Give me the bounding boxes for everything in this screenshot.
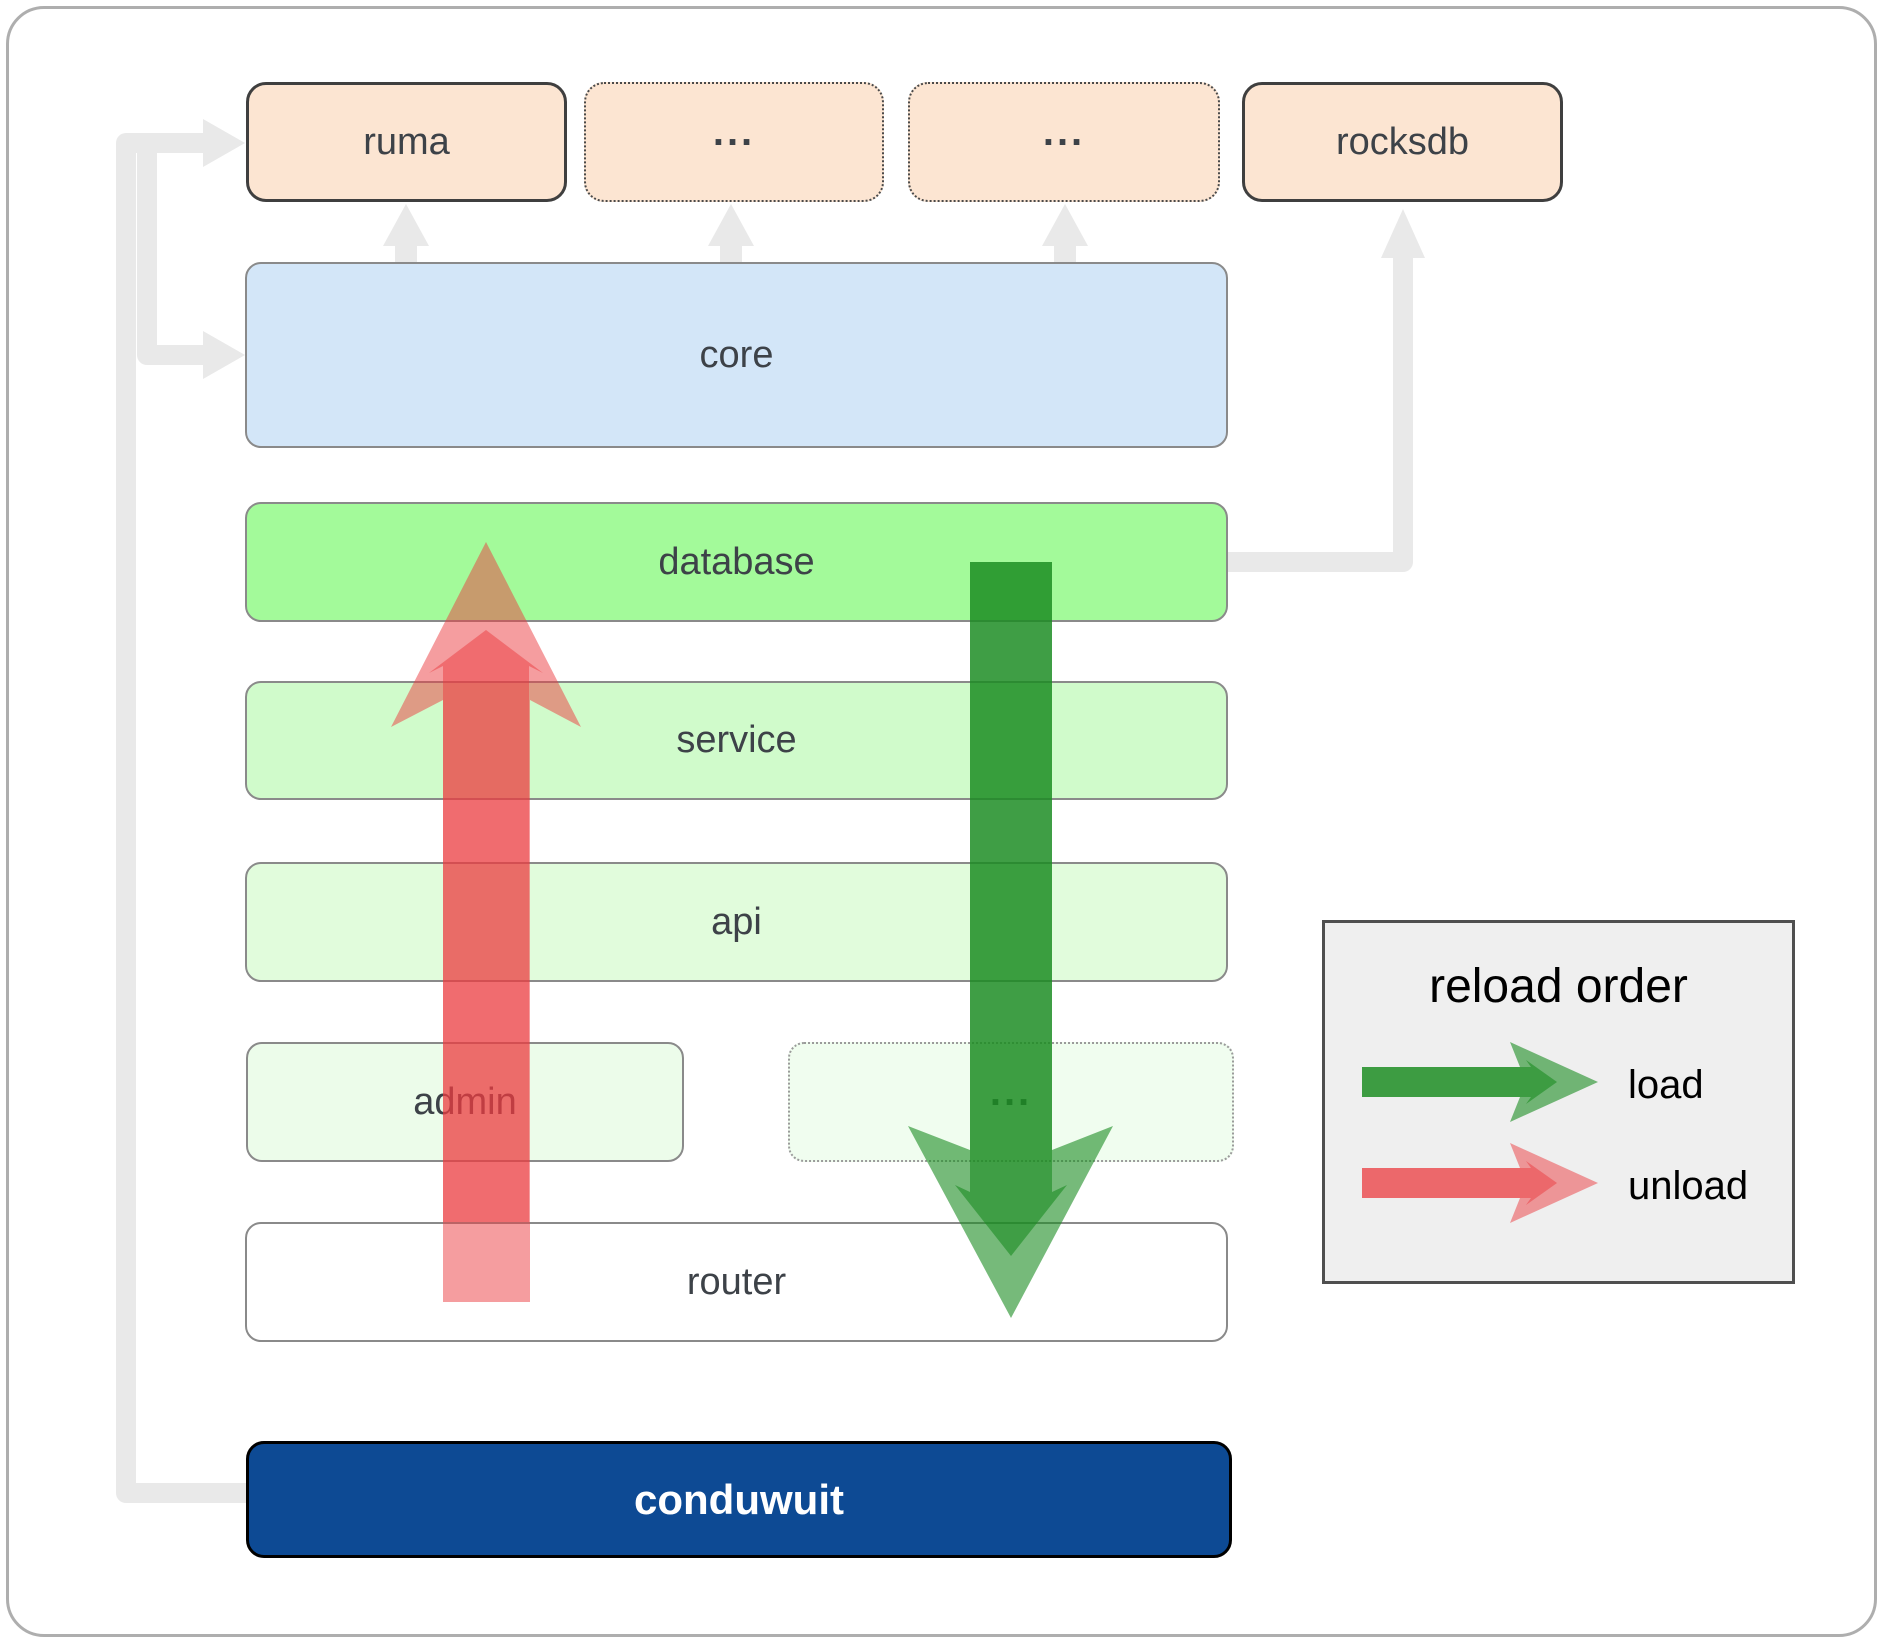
ruma-box: ruma <box>246 82 567 202</box>
database-to-rocksdb-connector <box>1228 255 1413 572</box>
core-label: core <box>699 333 774 376</box>
ellipsis-box-3: ... <box>788 1042 1234 1162</box>
rocksdb-box: rocksdb <box>1242 82 1563 202</box>
core-to-dots2-arrowhead-icon <box>1042 204 1088 246</box>
service-label: service <box>676 719 797 761</box>
core-to-dots2-arrow-shaft <box>1054 242 1076 264</box>
ellipsis-label: ... <box>989 1069 1033 1114</box>
core-box: core <box>245 262 1228 448</box>
admin-label: admin <box>413 1080 517 1123</box>
legend-box: reload order load unload <box>1322 920 1795 1284</box>
router-box: router <box>245 1222 1228 1342</box>
service-box: service <box>245 681 1228 800</box>
legend-title: reload order <box>1429 960 1688 1013</box>
ellipsis-label: ... <box>712 109 756 154</box>
ellipsis-label: ... <box>1042 109 1086 154</box>
ellipsis-box-2: ... <box>908 82 1220 202</box>
conduwuit-label: conduwuit <box>634 1475 844 1523</box>
ruma-label: ruma <box>363 120 450 163</box>
legend-unload-label: unload <box>1628 1164 1749 1208</box>
ruma-arrowhead-icon <box>203 119 245 167</box>
rocksdb-arrowhead-icon <box>1381 209 1425 258</box>
admin-box: admin <box>246 1042 684 1162</box>
legend-load-label: load <box>1628 1063 1704 1107</box>
core-to-ruma-arrow-shaft <box>395 242 417 264</box>
rocksdb-label: rocksdb <box>1335 120 1470 163</box>
conduwuit-to-core-connector <box>137 150 205 365</box>
core-arrowhead-icon <box>203 331 245 379</box>
core-to-ruma-arrowhead-icon <box>383 204 429 246</box>
database-box: database <box>245 502 1228 622</box>
api-label: api <box>711 900 762 943</box>
router-label: router <box>686 1260 787 1303</box>
conduwuit-to-ruma-connector <box>116 133 246 1503</box>
core-to-dots1-arrow-shaft <box>720 242 742 264</box>
ellipsis-box-1: ... <box>584 82 884 202</box>
database-label: database <box>658 540 815 583</box>
conduwuit-box: conduwuit <box>246 1441 1232 1558</box>
api-box: api <box>245 862 1228 982</box>
core-to-dots1-arrowhead-icon <box>708 204 754 246</box>
